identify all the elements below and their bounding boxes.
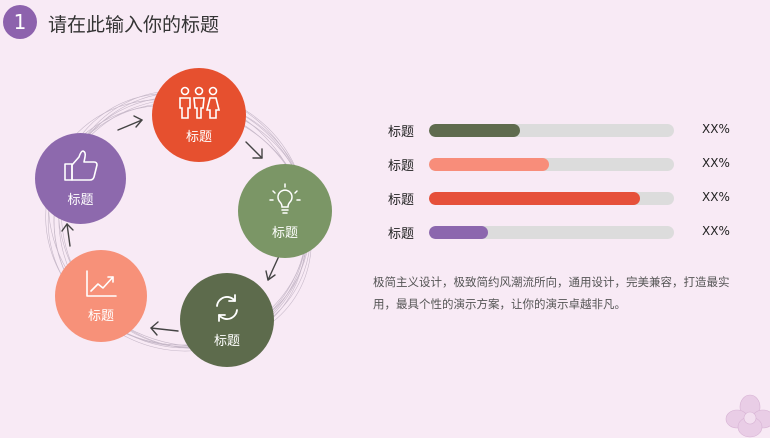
description-text[interactable]: 极简主义设计，极致简约风潮流所向，通用设计，完美兼容，打造最实用，最具个性的演示…	[373, 275, 730, 311]
cycle-node-label: 标题	[213, 333, 240, 349]
progress-label: 标题	[388, 193, 415, 208]
cycle-node-thumbs-up[interactable]: 标题	[35, 133, 126, 224]
cycle-node-label: 标题	[67, 193, 94, 208]
progress-value: XX%	[702, 156, 730, 170]
cycle-node-line-chart[interactable]: 标题	[55, 250, 147, 342]
cycle-node-lightbulb[interactable]: 标题	[238, 164, 332, 258]
progress-value: XX%	[702, 122, 730, 136]
progress-track	[429, 226, 674, 239]
progress-label: 标题	[388, 159, 415, 174]
progress-row: 标题 XX%	[388, 222, 748, 242]
progress-fill	[429, 192, 640, 205]
thumbs-up-icon	[63, 150, 98, 181]
progress-value: XX%	[702, 224, 730, 238]
refresh-icon	[216, 293, 238, 322]
line-chart-icon	[86, 269, 117, 297]
progress-track	[429, 124, 674, 137]
progress-value: XX%	[702, 190, 730, 204]
progress-label: 标题	[388, 125, 415, 140]
progress-track	[429, 192, 674, 205]
progress-fill	[429, 158, 550, 171]
progress-label: 标题	[388, 227, 415, 242]
progress-row: 标题 XX%	[388, 120, 748, 140]
progress-row: 标题 XX%	[388, 154, 748, 174]
lightbulb-icon	[269, 182, 301, 214]
progress-track	[429, 158, 674, 171]
cycle-node-refresh[interactable]: 标题	[180, 273, 274, 367]
flower-decoration-icon	[725, 394, 770, 438]
people-icon	[179, 86, 221, 119]
progress-row: 标题 XX%	[388, 188, 748, 208]
cycle-arrows	[61, 115, 280, 336]
page-title[interactable]: 请在此输入你的标题	[48, 14, 220, 36]
cycle-node-label: 标题	[185, 129, 212, 145]
progress-fill	[429, 226, 488, 239]
cycle-node-people[interactable]: 标题	[152, 68, 246, 162]
progress-fill	[429, 124, 520, 137]
section-number-badge: 1	[3, 5, 37, 39]
cycle-node-label: 标题	[271, 225, 298, 241]
cycle-node-label: 标题	[87, 308, 114, 324]
